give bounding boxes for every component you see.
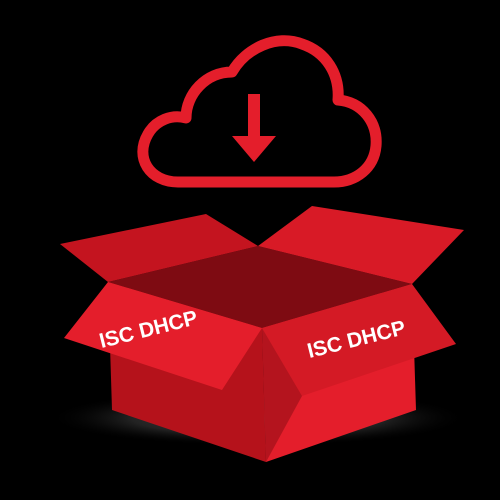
- box-interior: [108, 246, 412, 328]
- box-front-left-flap: [64, 282, 262, 390]
- download-arrow-shaft: [248, 94, 260, 138]
- cloud-download-icon: [137, 35, 382, 188]
- open-box-icon: [60, 206, 464, 462]
- box-front-right-flap: [262, 284, 456, 396]
- box-back-left-flap: [60, 214, 258, 282]
- box-back-right-flap: [258, 206, 464, 284]
- box-flap-fold-shade: [262, 328, 302, 462]
- download-arrow-head: [232, 136, 276, 162]
